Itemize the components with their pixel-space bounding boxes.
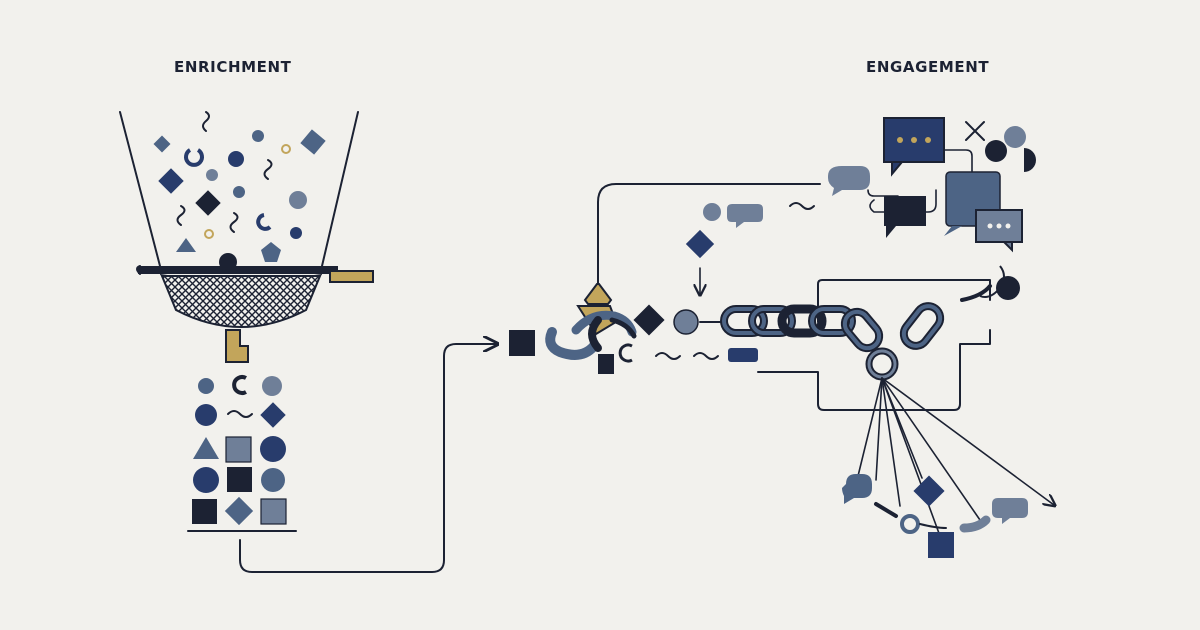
connector-line [239,344,496,573]
funnel [119,111,359,267]
fan-out [842,377,1054,558]
engagement-heading: ENGAGEMENT [866,58,990,76]
sorted-shapes [187,375,297,532]
strainer [136,265,374,363]
chain [699,265,1020,411]
enrichment-heading: ENRICHMENT [174,58,292,76]
hook-assembly [545,304,758,374]
engagement-cluster [828,117,1036,253]
input-square [509,330,535,356]
funnel-particles [153,111,326,271]
incoming-items [685,202,815,294]
feedback-loop [597,183,821,285]
